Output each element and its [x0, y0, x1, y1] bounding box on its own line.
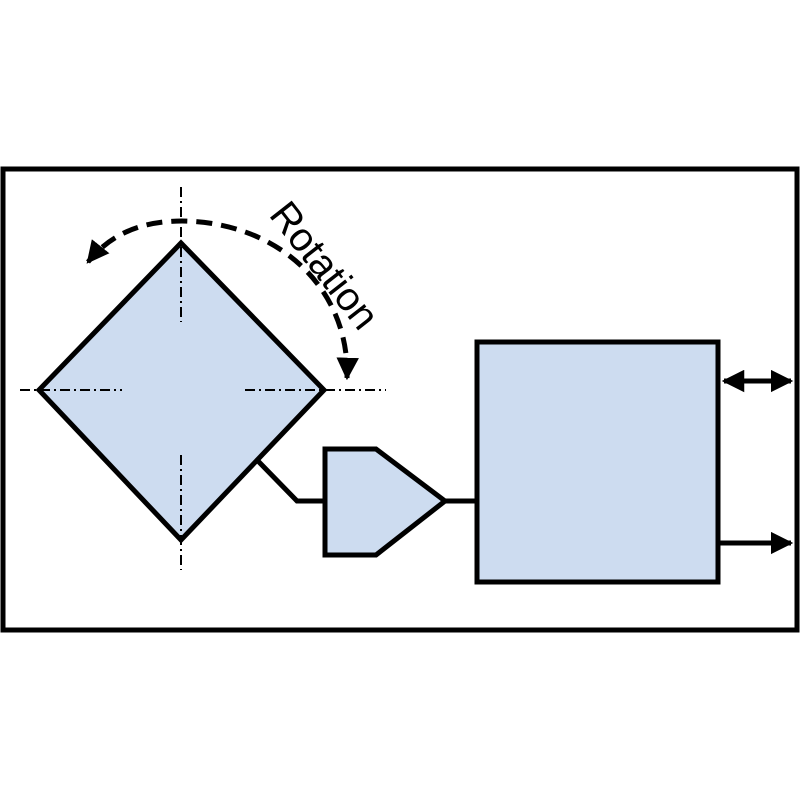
- amplifier-block: [322, 446, 450, 558]
- curved-dashed-arrow-icon: [86, 218, 359, 381]
- diamond-to-amplifier-wire: [256, 459, 325, 504]
- processor-block: [474, 339, 721, 585]
